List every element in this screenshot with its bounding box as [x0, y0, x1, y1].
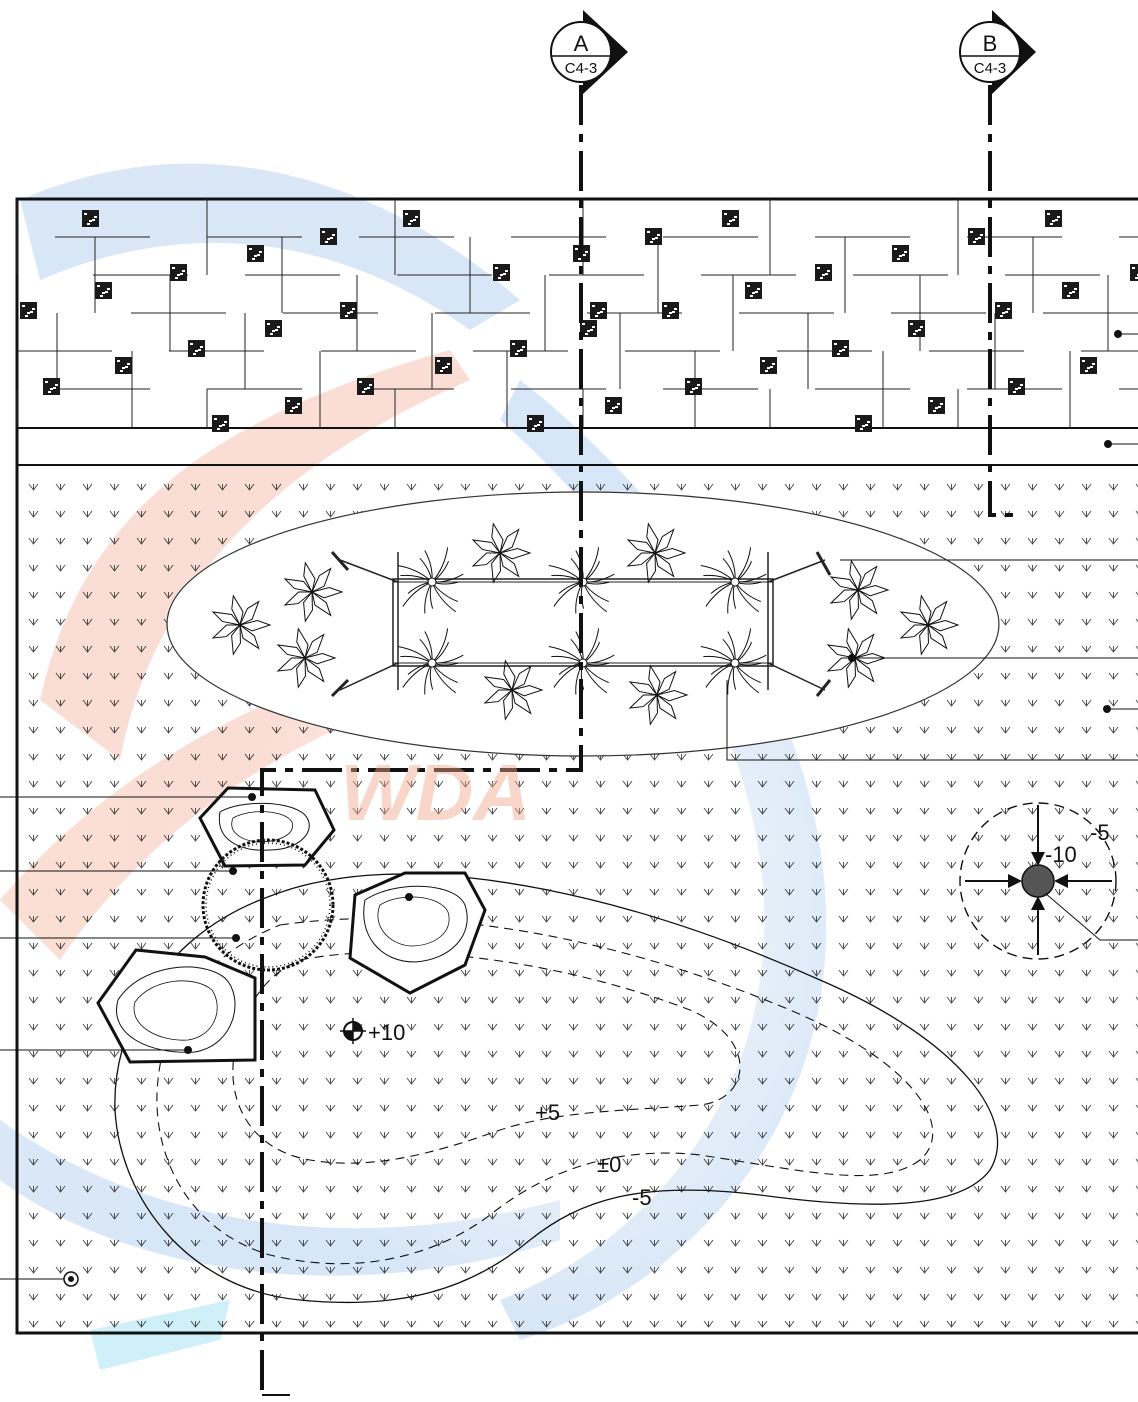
spot-elevation-marker — [340, 1018, 366, 1044]
section-marker-b[interactable]: B C4-3 — [959, 10, 1036, 94]
leader-lines — [0, 330, 1138, 1280]
section-marker-a[interactable]: A C4-3 — [550, 10, 628, 94]
shrub-circle — [201, 838, 335, 972]
paving-pattern — [16, 199, 1138, 432]
watermark-brand: WDA — [340, 748, 531, 837]
contour-label-plus5: +5 — [535, 1100, 560, 1125]
section-cut-lines — [260, 85, 1016, 1396]
drain-outer-elevation: -5 — [1090, 820, 1110, 845]
section-b-letter: B — [983, 31, 998, 56]
drain-inner-elevation: -10 — [1045, 842, 1077, 867]
boulders — [96, 786, 487, 1064]
section-b-ref: C4-3 — [974, 60, 1007, 77]
plant-symbols — [211, 522, 960, 726]
contour-label-zero: ±0 — [597, 1152, 621, 1177]
drain-symbol: -5 -10 — [959, 802, 1138, 960]
site-boundary — [15, 197, 1138, 1335]
spot-elevation-label: +10 — [368, 1020, 405, 1045]
contour-label-minus5: -5 — [632, 1185, 652, 1210]
section-a-letter: A — [574, 31, 589, 56]
section-a-ref: C4-3 — [565, 60, 598, 77]
